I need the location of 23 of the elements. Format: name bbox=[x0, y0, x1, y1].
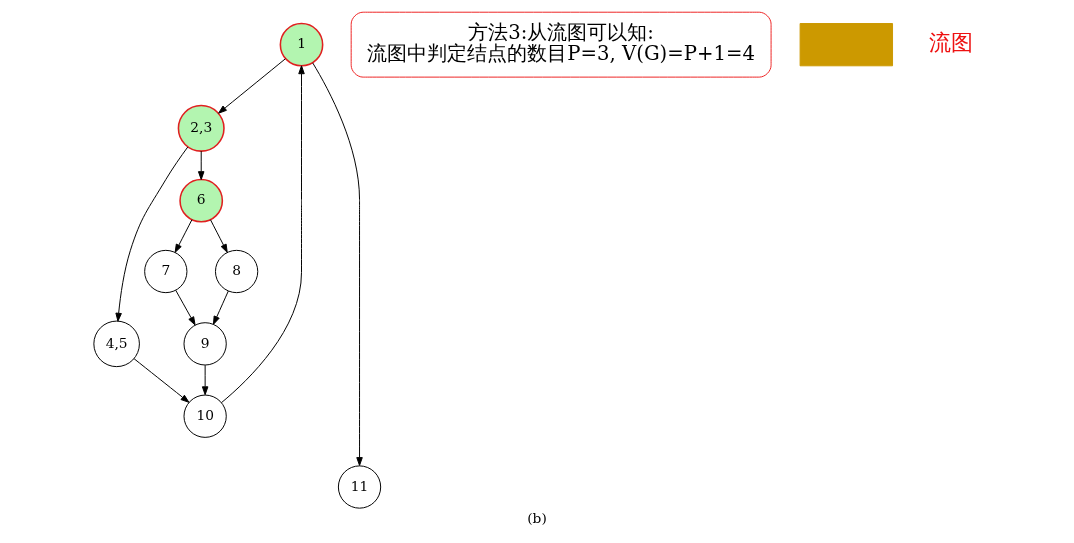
node-circle: 11 bbox=[337, 465, 382, 509]
arrow bbox=[174, 219, 193, 253]
arrow bbox=[210, 219, 228, 253]
arrow bbox=[218, 58, 286, 114]
arrow bbox=[312, 62, 363, 466]
arrow bbox=[115, 146, 189, 322]
node-circle: 10 bbox=[183, 394, 227, 438]
node-circle: 7 bbox=[144, 249, 188, 294]
label: 流图 bbox=[928, 30, 973, 56]
node-circle: 6 bbox=[179, 178, 224, 223]
arrow bbox=[175, 289, 196, 326]
node-circle: 9 bbox=[183, 322, 227, 366]
node-box: 方法3:从流图可以知: 流图中判定结点的数目P=3, V(G)=P+1=4 bbox=[350, 11, 772, 78]
node-box bbox=[799, 23, 894, 67]
node-circle: 4,5 bbox=[93, 320, 140, 368]
arrow bbox=[133, 358, 190, 403]
arrow bbox=[201, 364, 209, 396]
node-circle: 1 bbox=[279, 22, 324, 67]
arrow bbox=[212, 290, 229, 325]
node-circle: 8 bbox=[214, 249, 259, 294]
arrow bbox=[197, 150, 205, 180]
arrow bbox=[221, 65, 305, 404]
caption: (b) bbox=[527, 510, 547, 527]
